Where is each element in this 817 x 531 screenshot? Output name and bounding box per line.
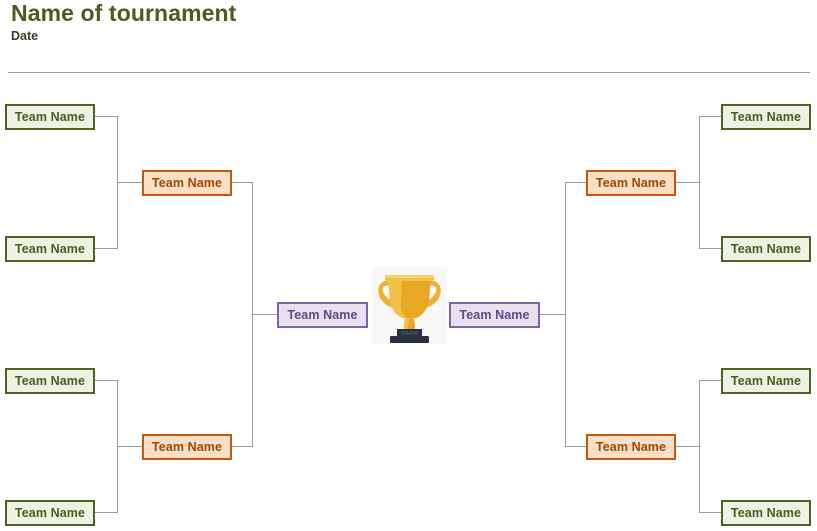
team-label: Team Name <box>14 374 86 388</box>
connector-right-r1-3 <box>699 380 722 381</box>
connector-left-r2-stub-1 <box>117 182 142 183</box>
team-label: Team Name <box>14 242 86 256</box>
team-label: Team Name <box>14 506 86 520</box>
team-label: Team Name <box>595 176 667 190</box>
bracket-node-right-r1-2[interactable]: Team Name <box>721 236 811 262</box>
bracket-node-right-r1-3[interactable]: Team Name <box>721 368 811 394</box>
bracket-node-right-r1-4[interactable]: Team Name <box>721 500 811 526</box>
connector-left-r1-4 <box>95 512 118 513</box>
bracket-node-left-r1-4[interactable]: Team Name <box>5 500 95 526</box>
page-title: Name of tournament <box>11 0 237 26</box>
bracket-node-right-r2-1[interactable]: Team Name <box>586 170 676 196</box>
connector-right-r1-4 <box>699 512 722 513</box>
connector-left-r1-3 <box>95 380 118 381</box>
connector-right-r2-out-1 <box>565 182 587 183</box>
team-label: Team Name <box>14 110 86 124</box>
bracket-node-right-r1-1[interactable]: Team Name <box>721 104 811 130</box>
team-label: Team Name <box>151 176 223 190</box>
connector-left-r2-out-2 <box>232 446 253 447</box>
team-label: Team Name <box>730 110 802 124</box>
bracket-node-left-r1-1[interactable]: Team Name <box>5 104 95 130</box>
team-label: Team Name <box>730 374 802 388</box>
connector-left-r1-1 <box>95 116 118 117</box>
tournament-date: Date <box>11 29 39 43</box>
connector-right-r1-1 <box>699 116 722 117</box>
connector-right-r1-2 <box>699 248 722 249</box>
bracket-node-left-final[interactable]: Team Name <box>277 302 368 328</box>
connector-left-final-stub <box>252 314 278 315</box>
connector-right-r2-out-2 <box>565 446 587 447</box>
bracket-node-right-r2-2[interactable]: Team Name <box>586 434 676 460</box>
header-divider <box>8 72 810 73</box>
team-label: Team Name <box>459 308 530 322</box>
connector-left-r2-out-1 <box>232 182 253 183</box>
bracket-node-left-r1-3[interactable]: Team Name <box>5 368 95 394</box>
team-label: Team Name <box>595 440 667 454</box>
trophy-icon <box>372 267 447 344</box>
connector-left-r1-2 <box>95 248 118 249</box>
team-label: Team Name <box>730 506 802 520</box>
team-label: Team Name <box>730 242 802 256</box>
bracket-node-left-r2-1[interactable]: Team Name <box>142 170 232 196</box>
bracket-node-left-r2-2[interactable]: Team Name <box>142 434 232 460</box>
bracket-node-left-r1-2[interactable]: Team Name <box>5 236 95 262</box>
connector-right-final-stub <box>540 314 566 315</box>
connector-left-r2-stub-2 <box>117 446 142 447</box>
connector-right-r2-stub-2 <box>676 446 700 447</box>
team-label: Team Name <box>151 440 223 454</box>
connector-right-r2-stub-1 <box>676 182 700 183</box>
team-label: Team Name <box>287 308 358 322</box>
bracket-node-right-final[interactable]: Team Name <box>449 302 540 328</box>
